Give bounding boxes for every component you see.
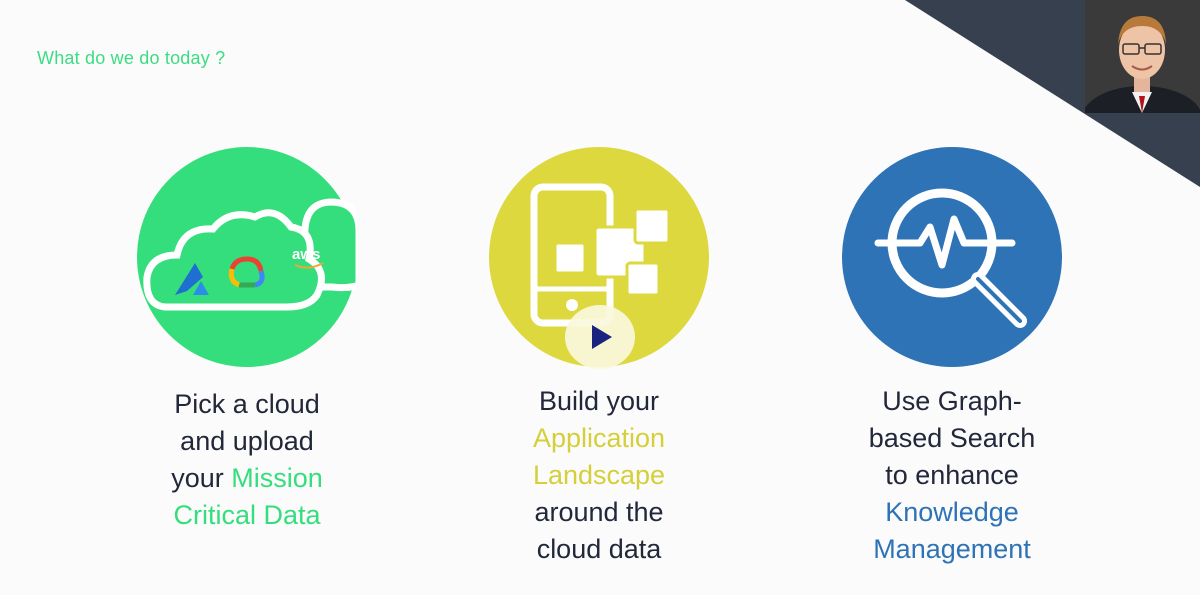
caption-line: based Search	[868, 423, 1036, 453]
caption-line: to enhance	[885, 460, 1019, 490]
caption-highlight: Landscape	[532, 460, 666, 490]
caption-line: your Mission	[127, 460, 367, 497]
multi-cloud-icon: aws	[143, 198, 357, 311]
caption-word: your	[171, 463, 232, 493]
caption-highlight: Application	[532, 423, 666, 453]
caption-build-app: Build your Application Landscape around …	[479, 383, 719, 568]
graph-search-icon	[874, 188, 1027, 328]
caption-line: Use Graph-	[882, 386, 1022, 416]
caption-highlight: Critical Data	[173, 500, 321, 530]
caption-highlight: Mission	[231, 463, 323, 493]
aws-logo: aws	[292, 246, 320, 263]
search-circle	[842, 147, 1062, 367]
presenter-avatar	[1085, 0, 1200, 113]
slide-title: What do we do today ?	[37, 48, 226, 68]
caption-line: Build your	[538, 386, 660, 416]
cloud-circle: aws	[137, 147, 357, 367]
caption-pick-cloud: Pick a cloud and upload your Mission Cri…	[127, 386, 367, 534]
play-icon	[592, 325, 612, 349]
caption-line: and upload	[180, 426, 314, 456]
caption-line: cloud data	[536, 534, 662, 564]
app-landscape-icon	[530, 183, 671, 327]
caption-line: Pick a cloud	[174, 389, 320, 419]
play-button[interactable]	[565, 305, 635, 369]
caption-highlight: Management	[873, 534, 1031, 564]
caption-line: around the	[534, 497, 664, 527]
presenter-webcam	[1085, 0, 1200, 113]
caption-graph-search: Use Graph- based Search to enhance Knowl…	[832, 383, 1072, 568]
caption-highlight: Knowledge	[885, 497, 1019, 527]
